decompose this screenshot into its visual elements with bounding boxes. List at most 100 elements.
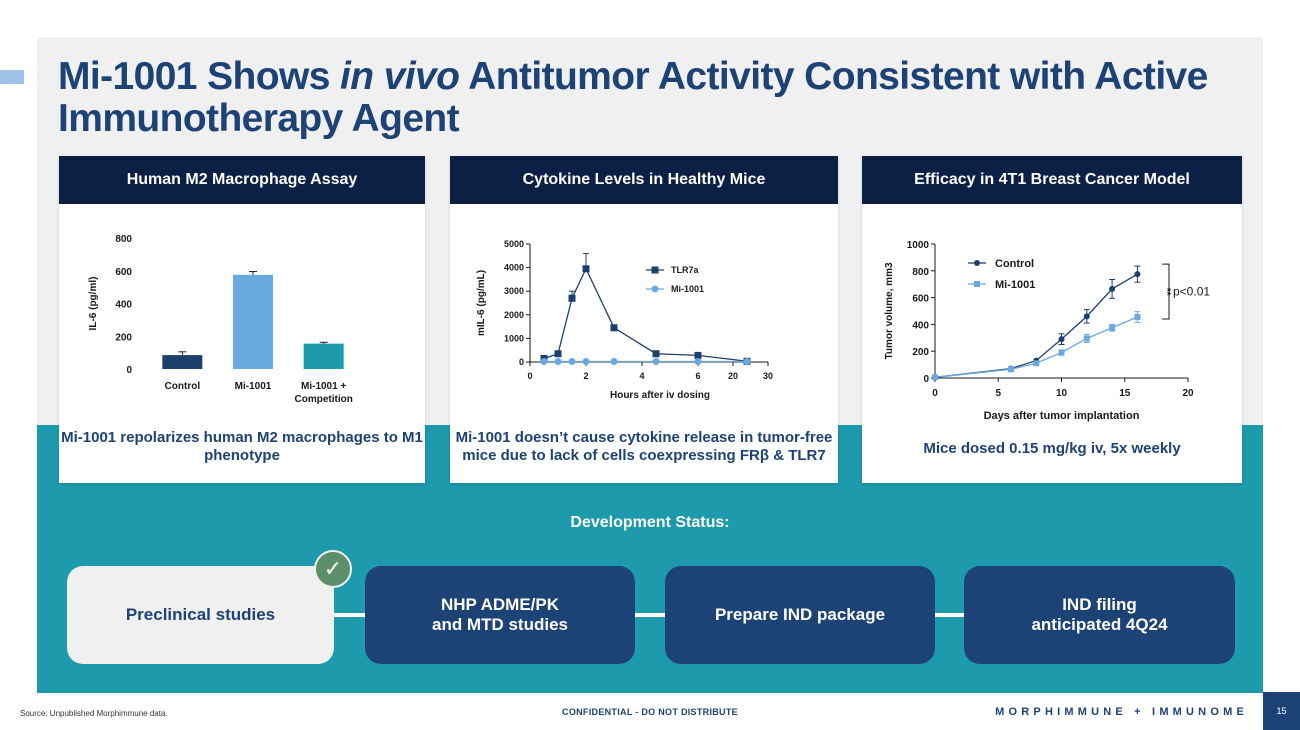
legend-label: Mi-1001 xyxy=(671,284,704,294)
data-point xyxy=(1058,349,1065,356)
y-tick-label: 600 xyxy=(115,267,132,278)
y-tick-label: 4000 xyxy=(504,263,524,273)
y-tick-label: 2000 xyxy=(504,310,524,320)
title-part1: Mi-1001 Shows xyxy=(58,55,341,98)
legend-marker xyxy=(651,266,659,274)
panel-caption: Mi-1001 doesn’t cause cytokine release i… xyxy=(455,429,833,464)
category-label: Mi-1001 +Competition xyxy=(295,381,353,405)
data-point xyxy=(652,350,660,358)
y-tick-label: 1000 xyxy=(907,240,930,251)
data-point xyxy=(610,358,618,366)
data-point xyxy=(1033,360,1040,367)
footer-confidential: CONFIDENTIAL - DO NOT DISTRIBUTE xyxy=(562,707,738,717)
data-point xyxy=(652,358,660,366)
y-tick-label: 800 xyxy=(115,234,132,245)
data-point xyxy=(1134,314,1141,321)
legend-marker xyxy=(974,260,980,266)
panel-header: Human M2 Macrophage Assay xyxy=(59,156,425,204)
data-point xyxy=(1007,366,1014,373)
data-point xyxy=(1134,271,1141,278)
status-connector xyxy=(635,613,665,617)
y-tick-label: 0 xyxy=(126,365,132,376)
status-step-line1: IND filing xyxy=(1062,595,1137,614)
x-tick-label: 0 xyxy=(932,388,938,399)
status-step-line2: and MTD studies xyxy=(431,615,568,634)
checkmark-icon: ✓ xyxy=(314,550,352,588)
status-step-line2: anticipated 4Q24 xyxy=(1031,615,1168,634)
status-step-line1: Preclinical studies xyxy=(125,605,276,624)
data-point xyxy=(1083,335,1090,342)
category-label: Control xyxy=(165,381,201,392)
x-tick-label: 30 xyxy=(763,371,773,381)
series-line xyxy=(543,267,748,362)
y-axis-label: mIL-6 (pg/mL) xyxy=(476,270,487,336)
y-axis-label: Tumor volume, mm3 xyxy=(884,262,895,359)
y-tick-label: 200 xyxy=(115,332,132,343)
panel-caption: Mice dosed 0.15 mg/kg iv, 5x weekly xyxy=(923,440,1181,457)
bar xyxy=(233,274,273,369)
y-tick-label: 5000 xyxy=(504,239,524,249)
legend-label: Mi-1001 xyxy=(995,279,1035,291)
y-tick-label: 200 xyxy=(912,347,929,358)
x-tick-label: 20 xyxy=(728,371,738,381)
x-tick-label: 4 xyxy=(639,371,644,381)
data-point xyxy=(568,358,576,366)
data-point xyxy=(1109,285,1116,292)
status-step-ind-package: Prepare IND package xyxy=(665,566,935,664)
y-tick-label: 800 xyxy=(912,267,929,278)
title-italic: in vivo xyxy=(340,55,460,98)
data-point xyxy=(694,358,702,366)
y-tick-label: 400 xyxy=(115,300,132,311)
legend-marker xyxy=(651,285,659,293)
status-step-line1: NHP ADME/PK xyxy=(440,595,560,614)
category-label: Mi-1001 xyxy=(235,381,272,392)
footer-brand: MORPHIMMUNE + IMMUNOME xyxy=(995,706,1248,718)
x-axis-label: Hours after iv dosing xyxy=(610,390,710,401)
data-point xyxy=(1058,336,1065,343)
data-point xyxy=(694,351,702,359)
y-tick-label: 0 xyxy=(519,357,524,367)
footer-source: Source: Unpublished Morphimmune data. xyxy=(20,709,168,718)
data-point xyxy=(1109,324,1116,331)
series-line xyxy=(934,316,1138,378)
y-tick-label: 3000 xyxy=(504,286,524,296)
legend-label: Control xyxy=(995,258,1034,270)
x-tick-label: 5 xyxy=(995,388,1001,399)
data-point xyxy=(743,358,751,366)
data-point xyxy=(610,324,618,332)
panel-header: Cytokine Levels in Healthy Mice xyxy=(450,156,838,204)
y-tick-label: 0 xyxy=(923,374,929,385)
status-connector xyxy=(935,613,965,617)
y-tick-label: 400 xyxy=(912,320,929,331)
significance-stars: ** xyxy=(1161,288,1172,296)
significance-bracket xyxy=(1162,263,1170,320)
bar xyxy=(303,343,344,369)
x-tick-label: 0 xyxy=(527,371,532,381)
x-tick-label: 10 xyxy=(1056,388,1068,399)
data-point xyxy=(582,265,590,273)
legend-marker xyxy=(974,281,980,287)
x-axis-label: Days after tumor implantation xyxy=(984,410,1140,422)
development-status-title: Development Status: xyxy=(570,514,730,531)
data-point xyxy=(540,358,548,366)
title-part2: Antitumor Activity Consistent with Activ… xyxy=(58,55,1208,140)
y-tick-label: 600 xyxy=(912,294,929,305)
data-point xyxy=(1083,313,1090,320)
legend-label: TLR7a xyxy=(671,265,700,275)
status-connector xyxy=(334,613,366,617)
x-tick-label: 20 xyxy=(1182,388,1194,399)
x-tick-label: 2 xyxy=(583,371,588,381)
slide-title: Mi-1001 Shows in vivo Antitumor Activity… xyxy=(58,56,1238,140)
x-tick-label: 15 xyxy=(1119,388,1131,399)
data-point xyxy=(554,358,562,366)
data-point xyxy=(582,358,590,366)
status-step-preclinical: Preclinical studies xyxy=(67,566,334,664)
